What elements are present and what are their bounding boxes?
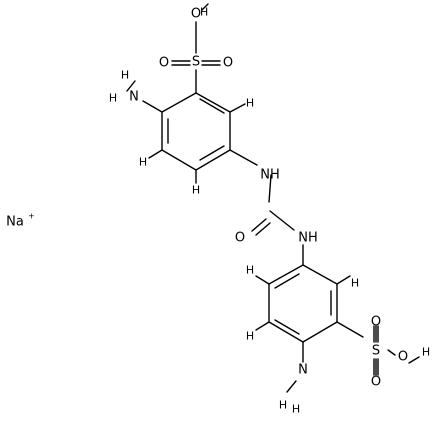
- bottom-sulfo-s-label: S: [372, 344, 380, 359]
- bond: [268, 174, 272, 203]
- sodium-charge-label: +: [28, 212, 35, 221]
- bond: [302, 321, 338, 343]
- bond: [268, 321, 304, 343]
- bond: [408, 356, 420, 364]
- bottom-sulfo-o-bottom-label: O: [371, 375, 381, 390]
- top-sulfo-s-label: S: [192, 55, 200, 70]
- bottom-amino-h-label: H: [279, 399, 287, 412]
- bottom-sulfo-o-top-label: O: [371, 315, 381, 330]
- bond: [336, 321, 364, 338]
- bond: [268, 264, 304, 285]
- bond: [269, 210, 295, 231]
- top-sulfo-oh-label: O: [191, 7, 201, 22]
- bond: [195, 92, 231, 113]
- top-ring-h-left-label: H: [139, 156, 147, 169]
- top-ring-hydrogen-bonds: [148, 103, 246, 184]
- atom-labels: H O S O O H H N H H H NH O NH Na + H H H…: [6, 6, 430, 416]
- urea-nh-top-label: NH: [260, 168, 280, 183]
- bottom-amino-n-label: N: [298, 363, 308, 378]
- sodium-label: Na: [6, 215, 24, 230]
- top-sulfo-o-left-label: O: [159, 56, 169, 71]
- bottom-ring-h-right-label: H: [351, 277, 359, 290]
- top-amino-n-label: N: [129, 90, 139, 105]
- bottom-ring-bonds: [268, 264, 338, 343]
- top-sulfo-o-right-label: O: [223, 56, 233, 71]
- bond: [142, 100, 163, 113]
- bottom-sulfo-oh-label: O: [398, 350, 408, 365]
- bottom-ring-h-top-label: H: [246, 264, 254, 277]
- top-amino-h2-label: H: [109, 92, 117, 105]
- bond: [161, 149, 197, 171]
- bond: [255, 321, 270, 331]
- top-amino-group: [126, 80, 163, 113]
- top-sulfo-group: [171, 3, 221, 94]
- bond: [229, 103, 246, 113]
- bottom-amino-group: [286, 341, 304, 393]
- urea-linker-bonds: [229, 149, 304, 266]
- urea-nh-bottom-label: NH: [298, 231, 318, 246]
- top-sulfo-h-label: H: [200, 6, 208, 19]
- bond: [255, 275, 270, 285]
- bond: [126, 80, 136, 92]
- bond-inner: [274, 319, 300, 335]
- urea-o-label: O: [235, 231, 245, 246]
- top-ring-h-bottom-label: H: [192, 184, 200, 197]
- double-bond: [251, 218, 267, 232]
- top-ring-h-right-label: H: [246, 97, 254, 110]
- bond: [148, 149, 163, 159]
- bond-inner: [274, 273, 300, 289]
- double-bond: [255, 222, 271, 236]
- bond-inner: [199, 98, 225, 114]
- bond: [161, 92, 197, 113]
- bond-inner: [199, 145, 225, 161]
- bottom-amino-h2-label: H: [292, 403, 300, 416]
- bond: [286, 380, 297, 393]
- bottom-ring-hydrogen-bonds: [255, 275, 351, 331]
- bond: [229, 149, 258, 166]
- bond: [201, 3, 209, 11]
- double-bond: [387, 349, 396, 356]
- top-ring-bonds: [161, 92, 231, 171]
- bottom-sulfo-h-label: H: [422, 346, 430, 359]
- bond: [302, 264, 338, 285]
- bond: [195, 149, 231, 171]
- bond: [336, 275, 351, 285]
- bottom-sulfo-group: [336, 321, 420, 376]
- bottom-ring-h-left-label: H: [246, 330, 254, 343]
- top-amino-h-label: H: [121, 69, 129, 82]
